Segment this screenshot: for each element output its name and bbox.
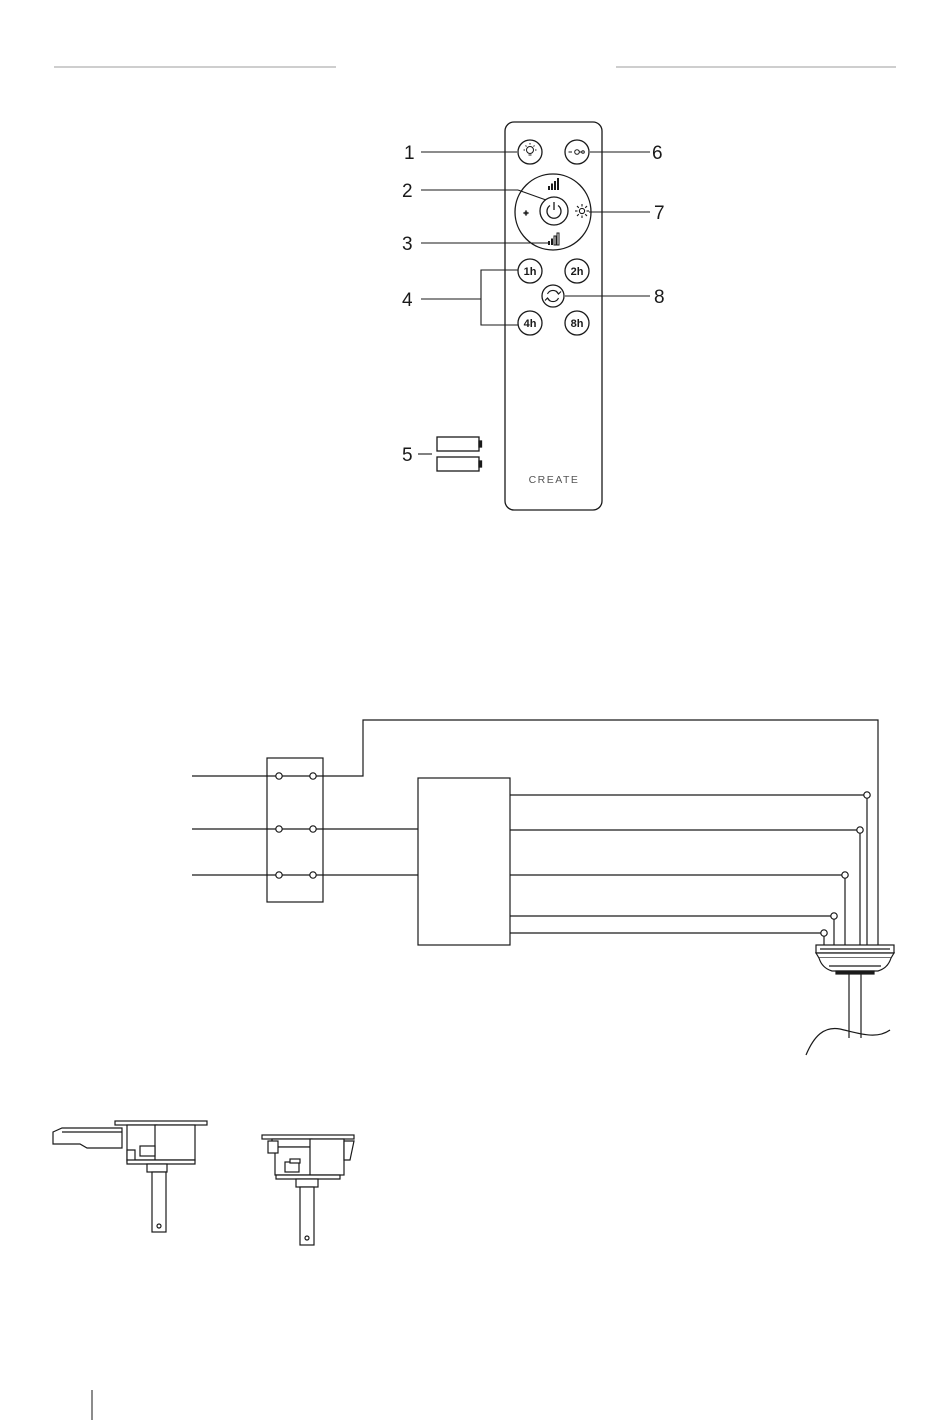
callout-7: 7: [654, 203, 665, 224]
timer-2h-label: 2h: [571, 266, 584, 278]
brightness-button[interactable]: [575, 204, 589, 218]
wiring-diagram: [192, 720, 894, 1055]
timer-8h-label: 8h: [571, 318, 584, 330]
bracket-view-right: [262, 1135, 354, 1245]
timer-4h-label: 4h: [524, 318, 537, 330]
speed-up-button[interactable]: [548, 178, 559, 190]
callout-8: 8: [654, 287, 665, 308]
sun-icon: [575, 204, 589, 218]
battery-icon: [437, 457, 482, 471]
callout-5: 5: [402, 445, 413, 466]
signal-bars-icon: [548, 233, 559, 245]
terminal-connectors: [276, 773, 316, 878]
bracket-view-left: [53, 1121, 207, 1232]
callout-6: 6: [652, 143, 663, 164]
batteries: [437, 437, 482, 471]
pairing-icon: [569, 150, 585, 155]
callout-leaders: [418, 152, 650, 454]
callout-2: 2: [402, 181, 413, 202]
callout-3: 3: [402, 234, 413, 255]
signal-bars-icon: [548, 178, 559, 190]
remote-control-diagram: [418, 122, 650, 510]
speed-down-button[interactable]: [548, 233, 559, 245]
callout-4: 4: [402, 290, 413, 311]
power-button[interactable]: [540, 197, 568, 225]
light-bulb-icon: [524, 143, 537, 155]
dim-button[interactable]: [523, 210, 529, 216]
callout-1: 1: [404, 143, 415, 164]
battery-icon: [437, 437, 482, 451]
receiver-box: [418, 778, 510, 945]
fan-motor-housing: [806, 945, 894, 1055]
pairing-button[interactable]: [565, 140, 589, 164]
reverse-icon: [545, 290, 561, 301]
reverse-button[interactable]: [542, 285, 564, 307]
brand-logo: CREATE: [529, 474, 580, 486]
timer-1h-label: 1h: [524, 266, 537, 278]
sun-small-icon: [523, 210, 529, 216]
light-button[interactable]: [518, 140, 542, 164]
power-icon: [547, 202, 561, 218]
